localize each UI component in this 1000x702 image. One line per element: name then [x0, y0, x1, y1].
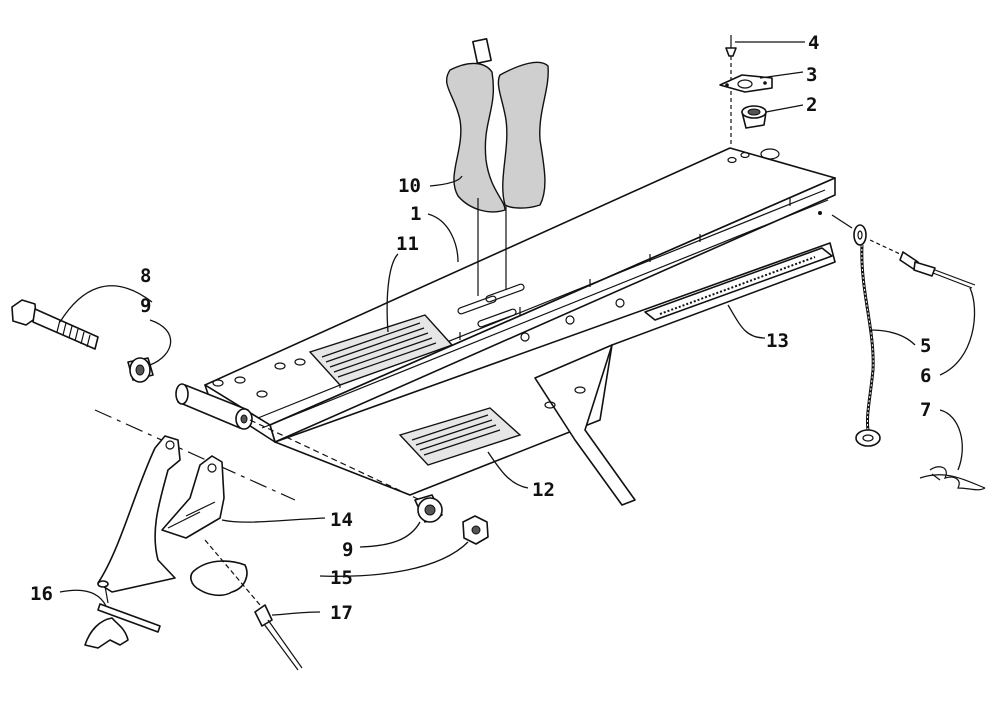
callout-13: 12	[532, 479, 555, 501]
callout-4: 4	[808, 32, 819, 54]
reflector-strip-14-part	[644, 247, 833, 321]
tube-part	[175, 383, 421, 501]
nut-10-part	[462, 515, 489, 545]
rivet-4-part	[725, 35, 737, 145]
decal-12-part	[308, 314, 454, 386]
grommet-2-part	[741, 105, 767, 129]
decal-16-part	[84, 585, 161, 649]
callout-11: 10	[398, 175, 421, 197]
rivet-17-part	[190, 539, 303, 671]
bracket-15-part	[97, 435, 225, 593]
callout-5: 5	[920, 335, 931, 357]
callout-labels: 4 3 2 10 1 11 8 9 13 5 6 7 12 14 9 15 16…	[30, 32, 931, 624]
callout-10: 15	[330, 567, 353, 589]
callout-17: 17	[330, 602, 353, 624]
reflector-11-part	[445, 37, 549, 296]
bracket-3-part	[719, 74, 773, 93]
leader-lines	[59, 41, 976, 616]
callout-15: 14	[330, 509, 353, 531]
callout-1: 1	[410, 203, 421, 225]
decal-13-part	[398, 407, 522, 466]
callout-9-top: 9	[140, 295, 151, 317]
hitch-pin-6-part	[869, 239, 976, 289]
callout-6: 6	[920, 365, 931, 387]
cable-5-part	[831, 214, 881, 447]
callout-2: 2	[806, 94, 817, 116]
bolt-8-part	[11, 299, 99, 350]
centerline	[94, 409, 296, 501]
callout-7: 7	[920, 399, 931, 421]
spacer-9-left-part	[127, 357, 154, 383]
hair-clip-7-part	[919, 466, 986, 491]
callout-12: 11	[396, 233, 419, 255]
callout-9-bottom: 9	[342, 539, 353, 561]
callout-8: 8	[140, 265, 151, 287]
spacer-9-right-part	[414, 494, 443, 523]
callout-16: 16	[30, 583, 53, 605]
callout-3: 3	[806, 64, 817, 86]
callout-14: 13	[766, 330, 789, 352]
